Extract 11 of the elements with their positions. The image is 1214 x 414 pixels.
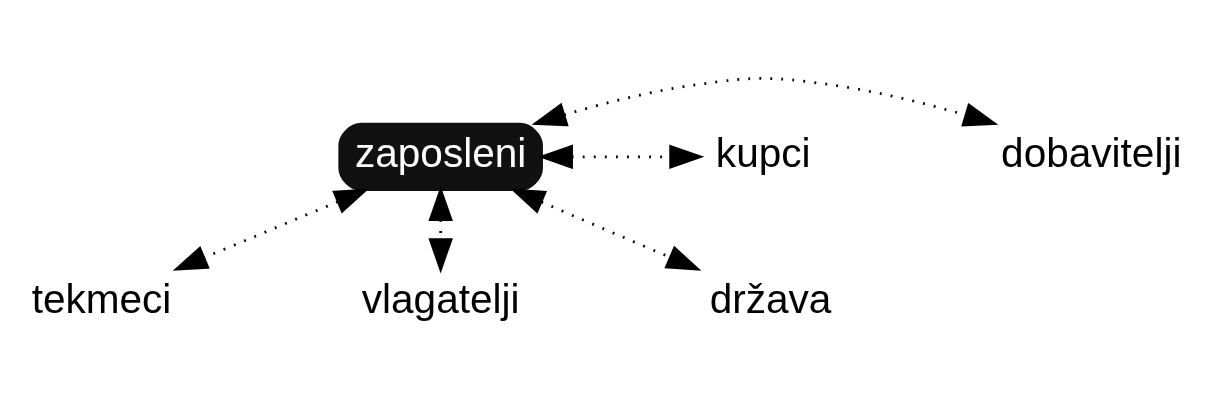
node-text: kupci — [715, 130, 811, 177]
arrow — [428, 186, 453, 274]
node-box: zaposleni — [338, 122, 543, 191]
node-text: vlagatelji — [361, 275, 520, 322]
node-text: tekmeci — [31, 275, 172, 322]
arrow — [510, 188, 702, 271]
arrow — [531, 77, 999, 127]
arrow — [537, 144, 705, 170]
node-text: država — [709, 275, 832, 322]
node-text: dobavitelji — [1001, 130, 1182, 177]
arrow — [172, 188, 370, 271]
